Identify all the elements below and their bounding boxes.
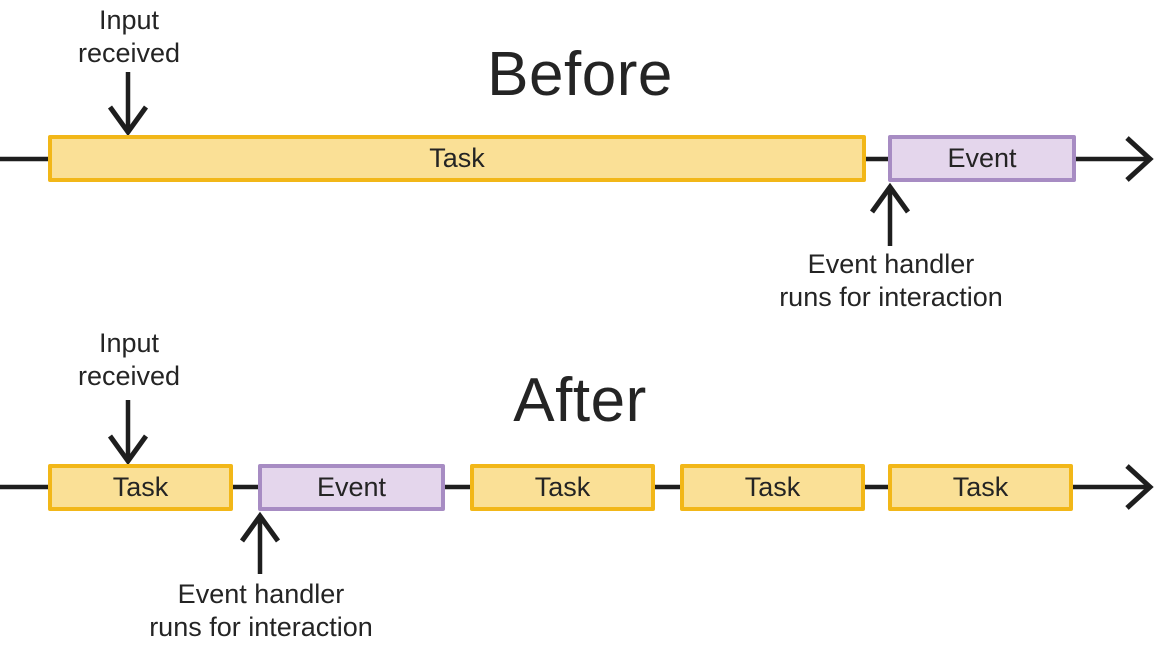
before-task-label: Task [429, 143, 485, 173]
after-event-bar: Event [258, 464, 445, 511]
after-task-1-label: Task [112, 472, 169, 502]
after-task-bar-2: Task [470, 464, 655, 511]
after-task-bar-1: Task [48, 464, 233, 511]
before-task-bar: Task [48, 135, 866, 182]
before-event-handler-line2: runs for interaction [779, 282, 1003, 312]
before-event-handler-label: Event handler runs for interaction [779, 248, 1003, 314]
after-task-bar-3: Task [680, 464, 865, 511]
after-input-received-line1: Input [98, 328, 160, 358]
before-input-received-line1: Input [98, 5, 160, 35]
after-input-arrow-icon [107, 400, 149, 466]
after-event-handler-line2: runs for interaction [149, 612, 373, 642]
before-event-bar: Event [888, 135, 1076, 182]
before-input-arrow-icon [107, 72, 149, 137]
after-task-bar-4: Task [888, 464, 1073, 511]
after-input-received-line2: received [77, 361, 181, 391]
before-input-received-label: Input received [78, 4, 180, 70]
after-event-handler-label: Event handler runs for interaction [149, 578, 373, 644]
after-handler-arrow-icon [239, 511, 281, 574]
after-input-received-label: Input received [78, 327, 180, 393]
after-event-handler-line1: Event handler [177, 579, 345, 609]
before-title: Before [487, 40, 673, 109]
after-event-label: Event [316, 472, 387, 502]
before-event-handler-line1: Event handler [807, 249, 975, 279]
before-handler-arrow-icon [869, 182, 911, 246]
before-input-received-line2: received [77, 38, 181, 68]
before-event-label: Event [947, 143, 1017, 173]
after-task-4-label: Task [952, 472, 1009, 502]
after-title: After [513, 366, 647, 435]
after-task-2-label: Task [534, 472, 591, 502]
after-task-3-label: Task [744, 472, 801, 502]
